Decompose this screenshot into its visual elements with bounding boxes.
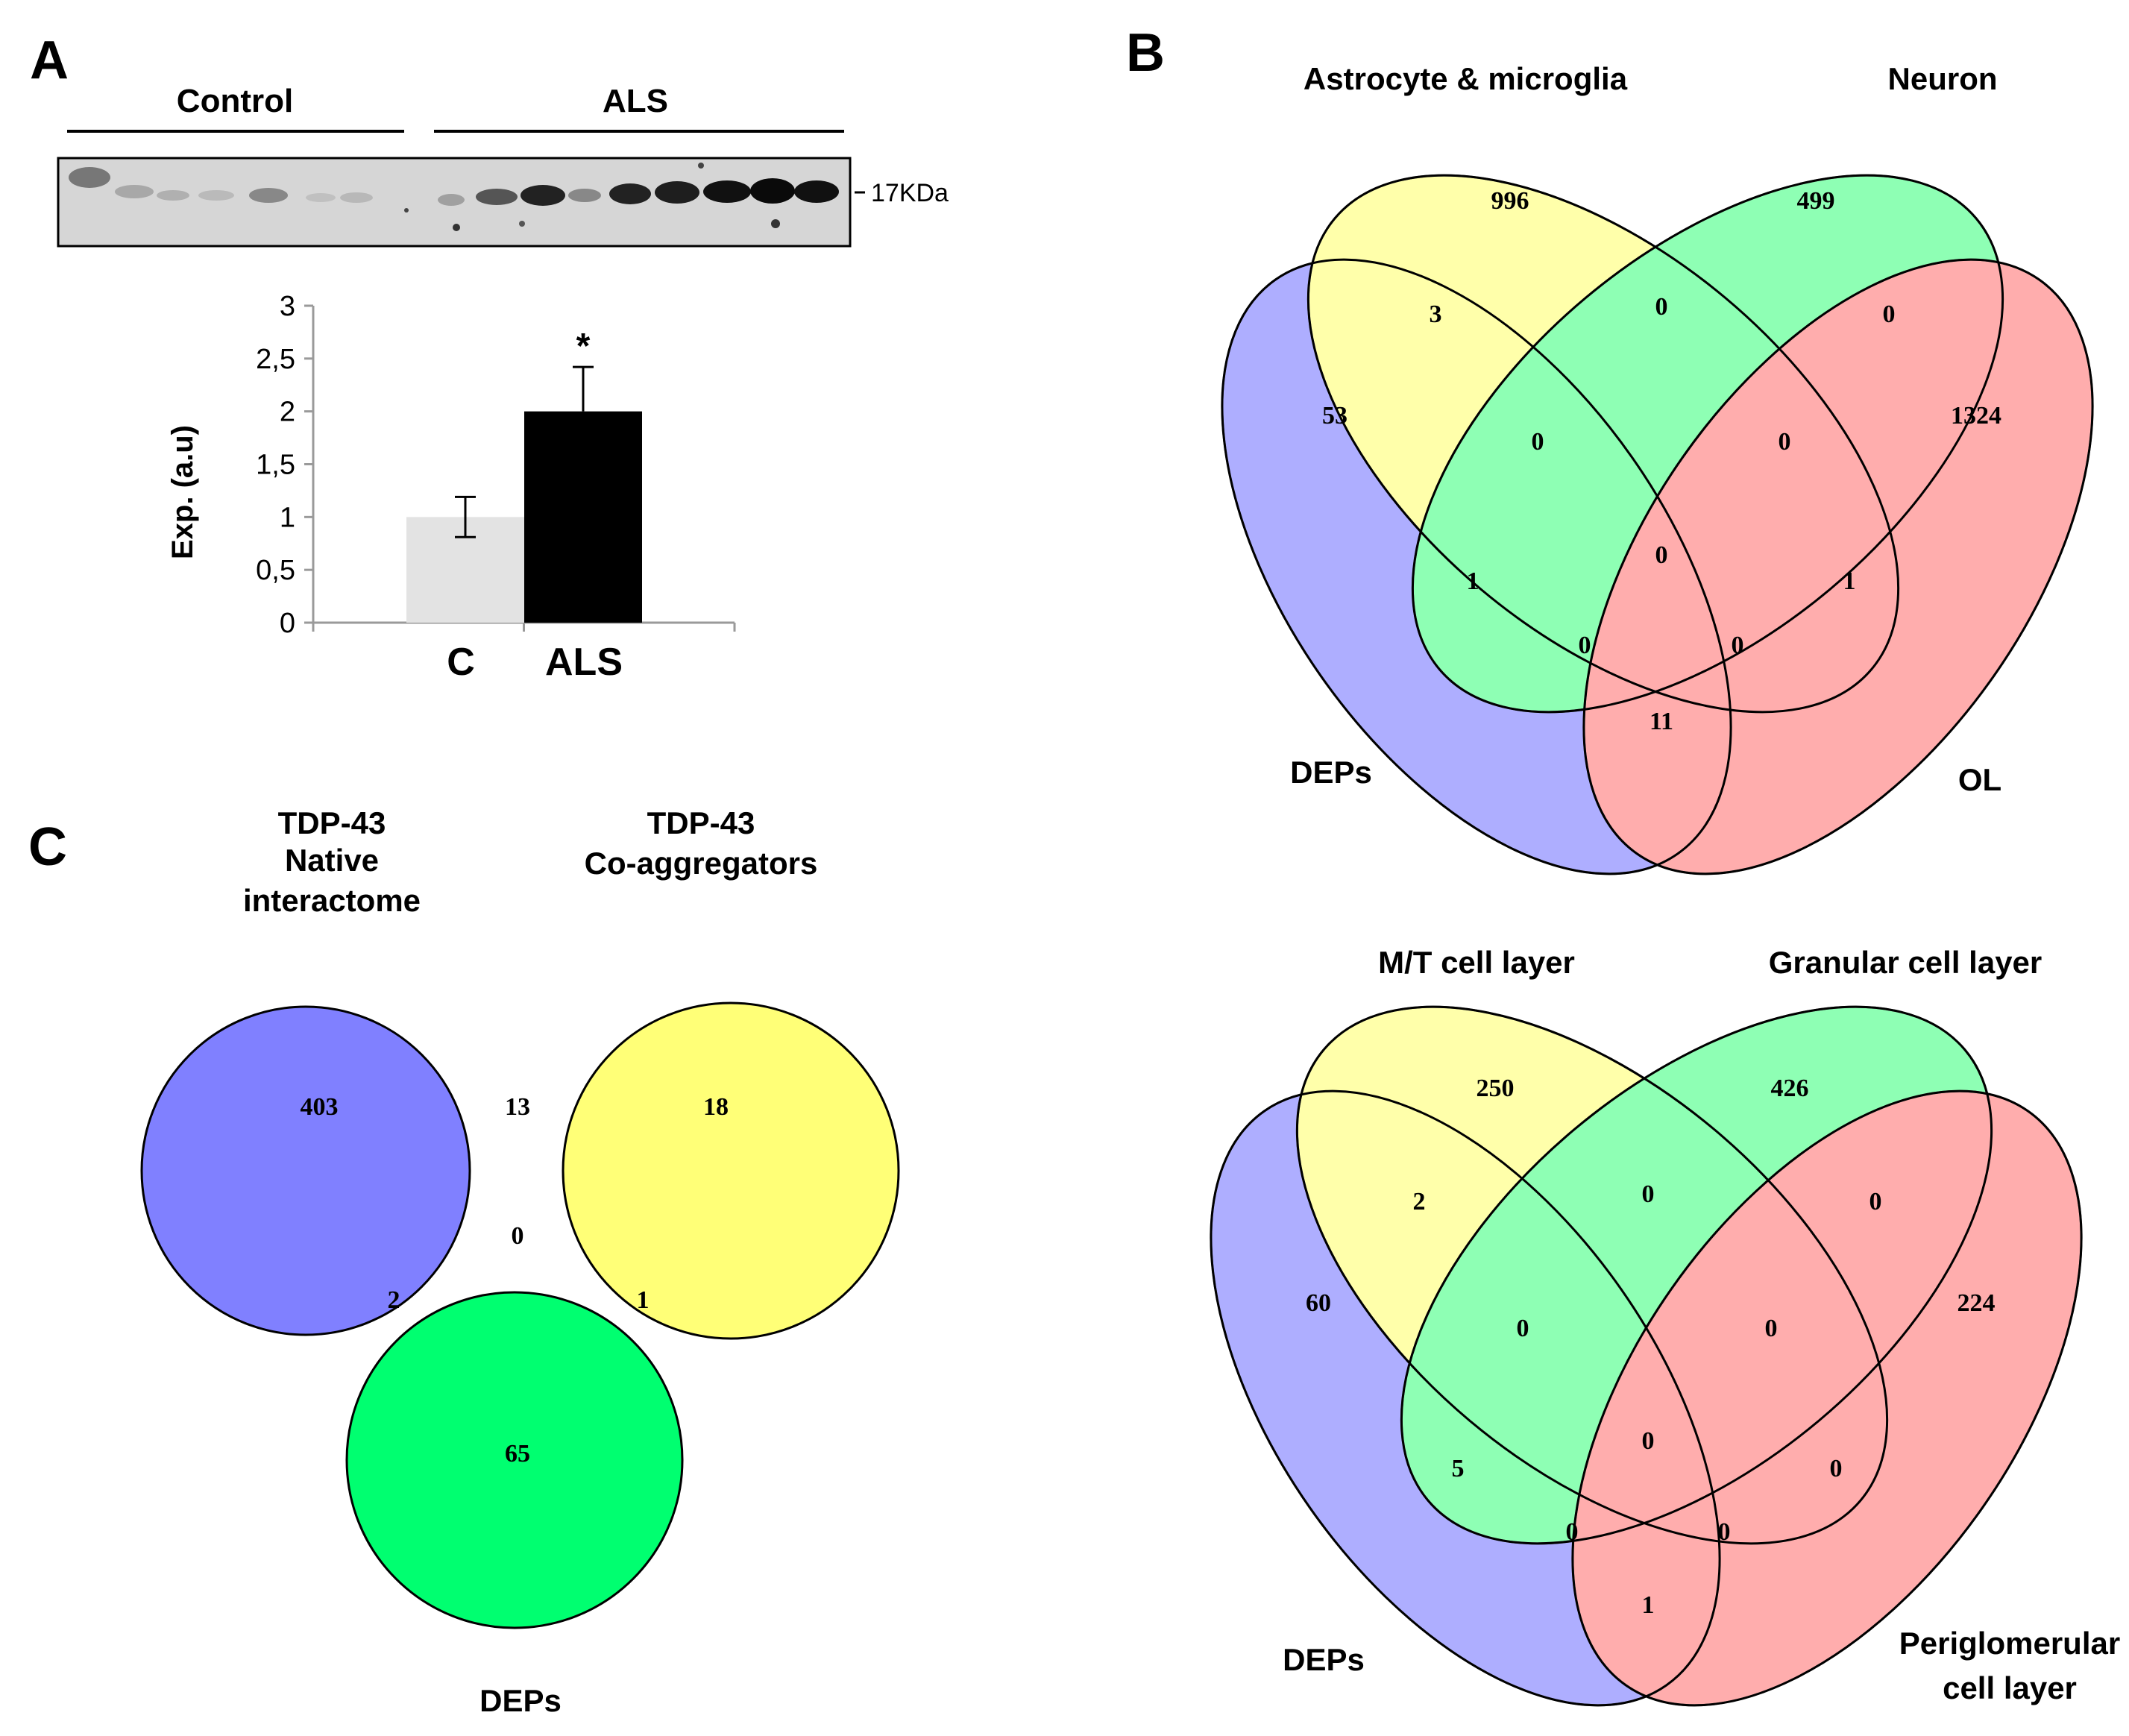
- venn-c-deps-label: DEPs: [479, 1683, 562, 1718]
- venn-count: 0: [1579, 632, 1591, 659]
- y-tick-label: 2,5: [256, 344, 295, 375]
- venn-count: 1: [1642, 1591, 1655, 1619]
- venn-count: 0: [1517, 1315, 1529, 1342]
- panel-c: C TDP-43 Native interactome TDP-43 Co-ag…: [28, 805, 900, 1718]
- y-tick-label: 3: [280, 291, 295, 322]
- venn-b-top-set3-label: Neuron: [1888, 61, 1998, 96]
- significance-marker: *: [576, 327, 591, 366]
- panel-a-letter: A: [30, 31, 69, 90]
- panel-c-letter: C: [28, 817, 67, 877]
- venn-count: 1: [637, 1286, 650, 1314]
- bar-als: [524, 411, 642, 623]
- bar-chart: Exp. (a.u) 0 0,5 1 1,5 2 2,5 3C ALS *: [166, 291, 736, 684]
- panel-b: B Astrocyte & microglia Neuron DEPs OL 5…: [1126, 23, 2120, 1707]
- venn-count: 1324: [1951, 402, 2001, 430]
- venn-c-coagg-label-1: TDP-43: [647, 805, 755, 840]
- venn-count: 1: [1467, 567, 1479, 595]
- venn-b-bottom-set4-label: Periglomerular: [1899, 1626, 2120, 1661]
- venn-b-top: Astrocyte & microglia Neuron DEPs OL 53 …: [1221, 61, 2094, 875]
- venn-count: 499: [1797, 187, 1835, 215]
- blot-label-als: ALS: [603, 83, 668, 119]
- venn-count: 5: [1452, 1455, 1465, 1482]
- western-blot-image: [57, 157, 852, 248]
- venn-count: 250: [1477, 1075, 1515, 1102]
- venn-count: 1: [1843, 567, 1856, 595]
- y-tick-label: 0: [280, 608, 295, 639]
- venn-count: 426: [1771, 1075, 1809, 1102]
- y-tick-label: 2: [280, 397, 295, 428]
- venn-count: 0: [1655, 293, 1668, 321]
- venn-count: 0: [1732, 632, 1744, 659]
- venn-count: 2: [388, 1286, 400, 1314]
- y-tick-label: 1,5: [256, 450, 295, 481]
- venn-count: 13: [505, 1093, 530, 1121]
- venn-count: 0: [1532, 428, 1544, 456]
- venn-count: 0: [1642, 1180, 1655, 1208]
- marker-label: 17KDa: [871, 179, 949, 207]
- venn-count: 0: [1566, 1518, 1579, 1546]
- venn-count: 18: [703, 1093, 729, 1121]
- venn-b-bottom-set2-label: M/T cell layer: [1378, 945, 1575, 980]
- venn-c-deps-circle: [347, 1292, 682, 1628]
- venn-count: 65: [505, 1440, 530, 1468]
- venn-count: 0: [1765, 1315, 1778, 1342]
- venn-count: 11: [1650, 708, 1673, 735]
- panel-b-letter: B: [1126, 23, 1165, 83]
- panel-a: A Control ALS: [30, 31, 949, 684]
- venn-count: 0: [512, 1222, 524, 1250]
- venn-count: 60: [1306, 1289, 1331, 1317]
- venn-c-native-circle: [142, 1007, 470, 1335]
- venn-count: 996: [1491, 187, 1529, 215]
- venn-c-coagg-label-2: Co-aggregators: [585, 846, 818, 881]
- venn-c: 403 13 18 0 2 1 65: [140, 1001, 900, 1629]
- blot-label-control: Control: [177, 83, 293, 119]
- venn-count: 2: [1413, 1188, 1426, 1215]
- venn-b-top-set2-label: Astrocyte & microglia: [1303, 61, 1628, 96]
- venn-b-bottom-deps-label: DEPs: [1283, 1642, 1365, 1677]
- venn-count: 0: [1779, 428, 1791, 456]
- venn-count: 0: [1830, 1455, 1843, 1482]
- venn-count: 3: [1430, 301, 1442, 328]
- x-tick-label: C: [447, 641, 475, 684]
- venn-count: 0: [1655, 541, 1668, 569]
- venn-c-native-label-1: TDP-43: [278, 805, 386, 840]
- venn-b-bottom: M/T cell layer Granular cell layer DEPs …: [1210, 945, 2120, 1707]
- venn-b-top-set4-label: OL: [1958, 762, 2001, 797]
- venn-count: 0: [1718, 1518, 1731, 1546]
- venn-b-bottom-set4-label-2: cell layer: [1943, 1670, 2077, 1705]
- venn-count: 0: [1642, 1427, 1655, 1455]
- venn-c-coagg-circle: [563, 1003, 899, 1339]
- y-axis-label: Exp. (a.u): [166, 425, 199, 559]
- venn-c-native-label-3: interactome: [243, 883, 421, 918]
- venn-count: 403: [301, 1093, 339, 1121]
- y-tick-label: 0,5: [256, 555, 295, 586]
- venn-count: 0: [1883, 301, 1896, 328]
- venn-b-top-deps-label: DEPs: [1290, 755, 1372, 790]
- venn-count: 53: [1322, 402, 1347, 430]
- y-tick-label: 1: [280, 502, 295, 533]
- venn-count: 224: [1957, 1289, 1996, 1317]
- venn-c-native-label-2: Native: [285, 843, 379, 878]
- x-tick-label: ALS: [545, 641, 623, 684]
- venn-count: 0: [1869, 1188, 1882, 1215]
- venn-b-bottom-set3-label: Granular cell layer: [1769, 945, 2042, 980]
